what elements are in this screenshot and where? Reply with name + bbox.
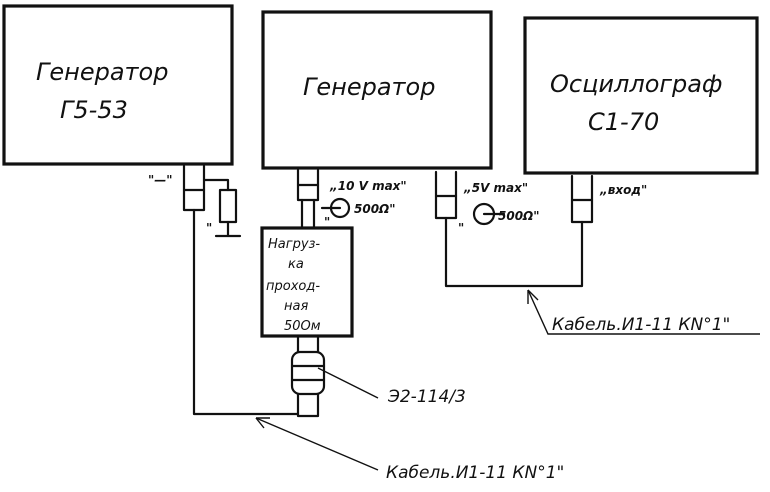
cable-bottom-label: Кабель.И1-11 КN°1" (386, 463, 564, 483)
ground-mark: " (206, 221, 212, 235)
connector-label: Э2-114/3 (387, 387, 466, 407)
feedthrough-load: Нагруз- ка проход- ная 50Ом (260, 226, 354, 338)
cable-top: Кабель.И1-11 КN°1" (444, 216, 760, 335)
load-line-4: ная (284, 299, 308, 314)
generator-name: Генератор (303, 73, 435, 101)
generator-output-label: „10 V max" (329, 179, 407, 193)
cable-bottom: Кабель.И1-11 КN°1" (192, 208, 564, 483)
generator-output-impedance: 500Ω" (354, 202, 396, 216)
oscilloscope-input-connector: „вход" (570, 174, 647, 224)
oscilloscope-name: Осциллограф (550, 70, 722, 98)
oscilloscope-c1-70: Осциллограф С1-70 (523, 16, 759, 175)
second-port-impedance: 500Ω" (498, 209, 540, 223)
second-port-label: „5V max" (463, 181, 528, 195)
g5-53-output-connector: "—" (148, 164, 206, 212)
load-line-2: ка (288, 257, 304, 272)
cable-top-label: Кабель.И1-11 КN°1" (552, 315, 730, 335)
oscilloscope-model: С1-70 (588, 108, 659, 136)
generator-second-connector: „5V max" 500Ω" " (434, 170, 540, 235)
termination-resistor: " (202, 178, 242, 238)
generator-output-quote: " (324, 215, 330, 229)
generator-g5-53-name: Генератор (36, 58, 168, 86)
generator-g5-53: Генератор Г5-53 (2, 4, 234, 166)
load-line-1: Нагруз- (268, 237, 320, 252)
generator-output-connector: „10 V max" 500Ω" " (296, 168, 407, 232)
second-port-quote: " (458, 221, 464, 235)
g5-53-port-mark: "—" (148, 173, 173, 187)
generator: Генератор (261, 10, 493, 170)
load-line-3: проход- (266, 279, 320, 294)
oscilloscope-input-label: „вход" (599, 183, 647, 197)
connector-e2-114-3: Э2-114/3 (290, 334, 466, 418)
load-line-5: 50Ом (284, 319, 321, 334)
generator-g5-53-model: Г5-53 (60, 96, 128, 124)
